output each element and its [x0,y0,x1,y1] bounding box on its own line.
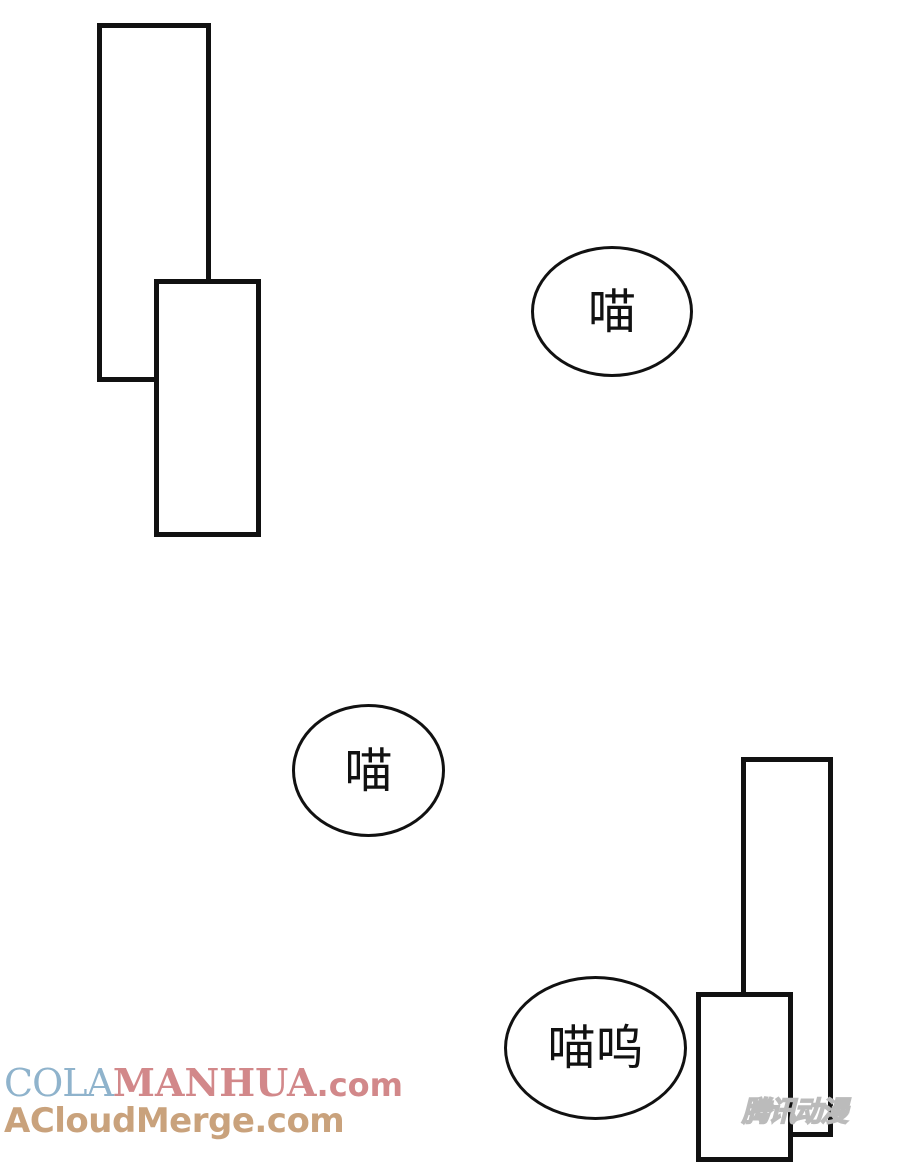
watermark-tencent-logo: 腾讯动漫 [741,1095,849,1128]
panel-top-left-front [154,279,261,537]
watermark-colamanhua: COLAMANHUA.com [4,1061,403,1105]
speech-bubble-text: 喵呜 [547,1020,644,1076]
speech-bubble-meow-middle: 喵 [292,704,445,837]
watermark-cola-text: COLA [4,1061,114,1105]
panel-bottom-right-front [696,992,793,1162]
speech-bubble-text: 喵 [587,283,636,340]
watermark-manhua-text: MANHUA [112,1060,317,1105]
speech-bubble-meow-top: 喵 [531,246,693,377]
speech-bubble-text: 喵 [344,742,393,799]
watermark-acloudmerge: ACloudMerge.com [4,1101,345,1141]
watermark-dotcom-text: .com [316,1066,403,1104]
speech-bubble-meow-long: 喵呜 [504,976,687,1120]
